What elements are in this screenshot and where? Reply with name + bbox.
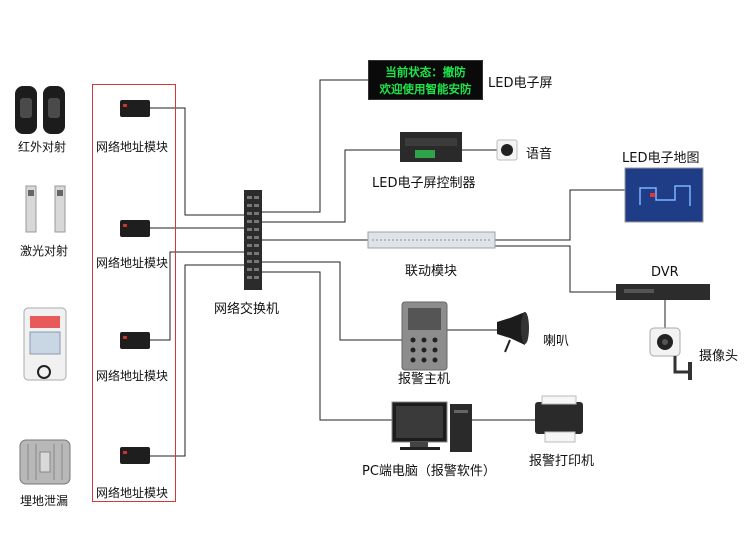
printer-icon: [535, 395, 583, 443]
label-camera: 摄像头: [699, 349, 739, 364]
horn-icon: [497, 312, 529, 353]
address-module-icon-3: [120, 332, 150, 349]
label-horn: 喇叭: [543, 334, 570, 349]
address-module-icon-4: [120, 447, 150, 464]
led-screen-line-2: 欢迎使用智能安防: [379, 82, 472, 96]
label-printer: 报警打印机: [529, 454, 595, 469]
linkage-module-icon: [367, 231, 496, 249]
label-alarm-host: 报警主机: [398, 372, 451, 387]
label-led-map: LED电子地图: [622, 151, 700, 166]
label-dvr: DVR: [651, 265, 679, 280]
label-address-module-2: 网络地址模块: [96, 256, 169, 270]
address-module-group-box: [92, 84, 176, 502]
label-buried: 埋地泄漏: [20, 494, 69, 508]
label-led-screen: LED电子屏: [488, 76, 553, 91]
led-map-icon: [624, 167, 704, 223]
network-switch-icon: [244, 190, 262, 290]
pc-icon: [391, 401, 472, 452]
label-switch: 网络交换机: [214, 302, 280, 317]
buried-leak-icon: [19, 439, 71, 485]
fence-sensor-icon: [23, 307, 67, 381]
connection-lines: [150, 79, 666, 457]
label-laser: 激光对射: [20, 244, 69, 258]
label-address-module-1: 网络地址模块: [96, 140, 169, 154]
alarm-host-icon: [401, 301, 448, 371]
voice-speaker-icon: [496, 139, 518, 161]
label-pc: PC端电脑（报警软件）: [362, 464, 496, 479]
label-infrared: 红外对射: [18, 140, 67, 154]
address-module-icon-2: [120, 220, 150, 237]
label-address-module-4: 网络地址模块: [96, 486, 169, 500]
camera-icon: [649, 327, 692, 380]
address-module-icon-1: [120, 100, 150, 117]
dvr-icon: [616, 284, 710, 300]
led-screen-display: 当前状态：撤防 欢迎使用智能安防: [368, 60, 483, 100]
label-linkage-module: 联动模块: [405, 264, 458, 279]
label-address-module-3: 网络地址模块: [96, 369, 169, 383]
label-voice: 语音: [526, 147, 553, 162]
led-screen-line-1: 当前状态：撤防: [385, 65, 466, 79]
led-controller-icon: [400, 132, 462, 162]
infrared-beam-icon: [15, 86, 65, 134]
label-led-controller: LED电子屏控制器: [372, 176, 476, 191]
laser-beam-icon: [25, 185, 66, 233]
